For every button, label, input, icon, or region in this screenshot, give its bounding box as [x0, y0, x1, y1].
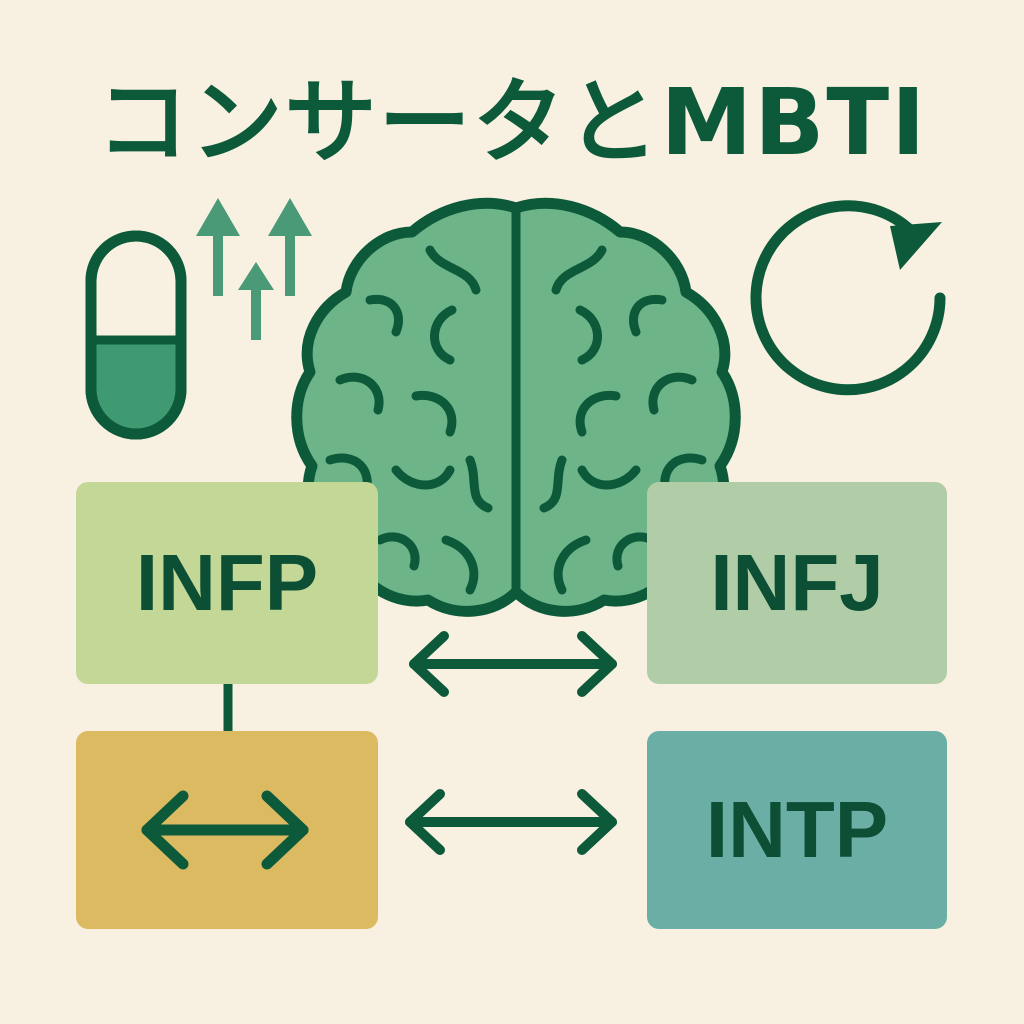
infp-label: INFP	[135, 538, 319, 627]
intp-box: INTP	[647, 731, 947, 929]
page-title: コンサータとMBTI	[96, 69, 928, 176]
center-link-box	[76, 731, 378, 929]
capsule-icon	[85, 230, 187, 440]
refresh-icon	[750, 200, 946, 396]
intp-label: INTP	[705, 785, 889, 874]
infp-box: INFP	[76, 482, 378, 684]
double-arrow-icon	[141, 790, 309, 870]
infj-box: INFJ	[647, 482, 947, 684]
brain-icon	[291, 197, 741, 617]
double-arrow-icon	[405, 789, 617, 855]
infj-label: INFJ	[710, 538, 884, 627]
double-arrow-icon	[409, 631, 617, 697]
up-arrows-icon	[196, 198, 312, 340]
